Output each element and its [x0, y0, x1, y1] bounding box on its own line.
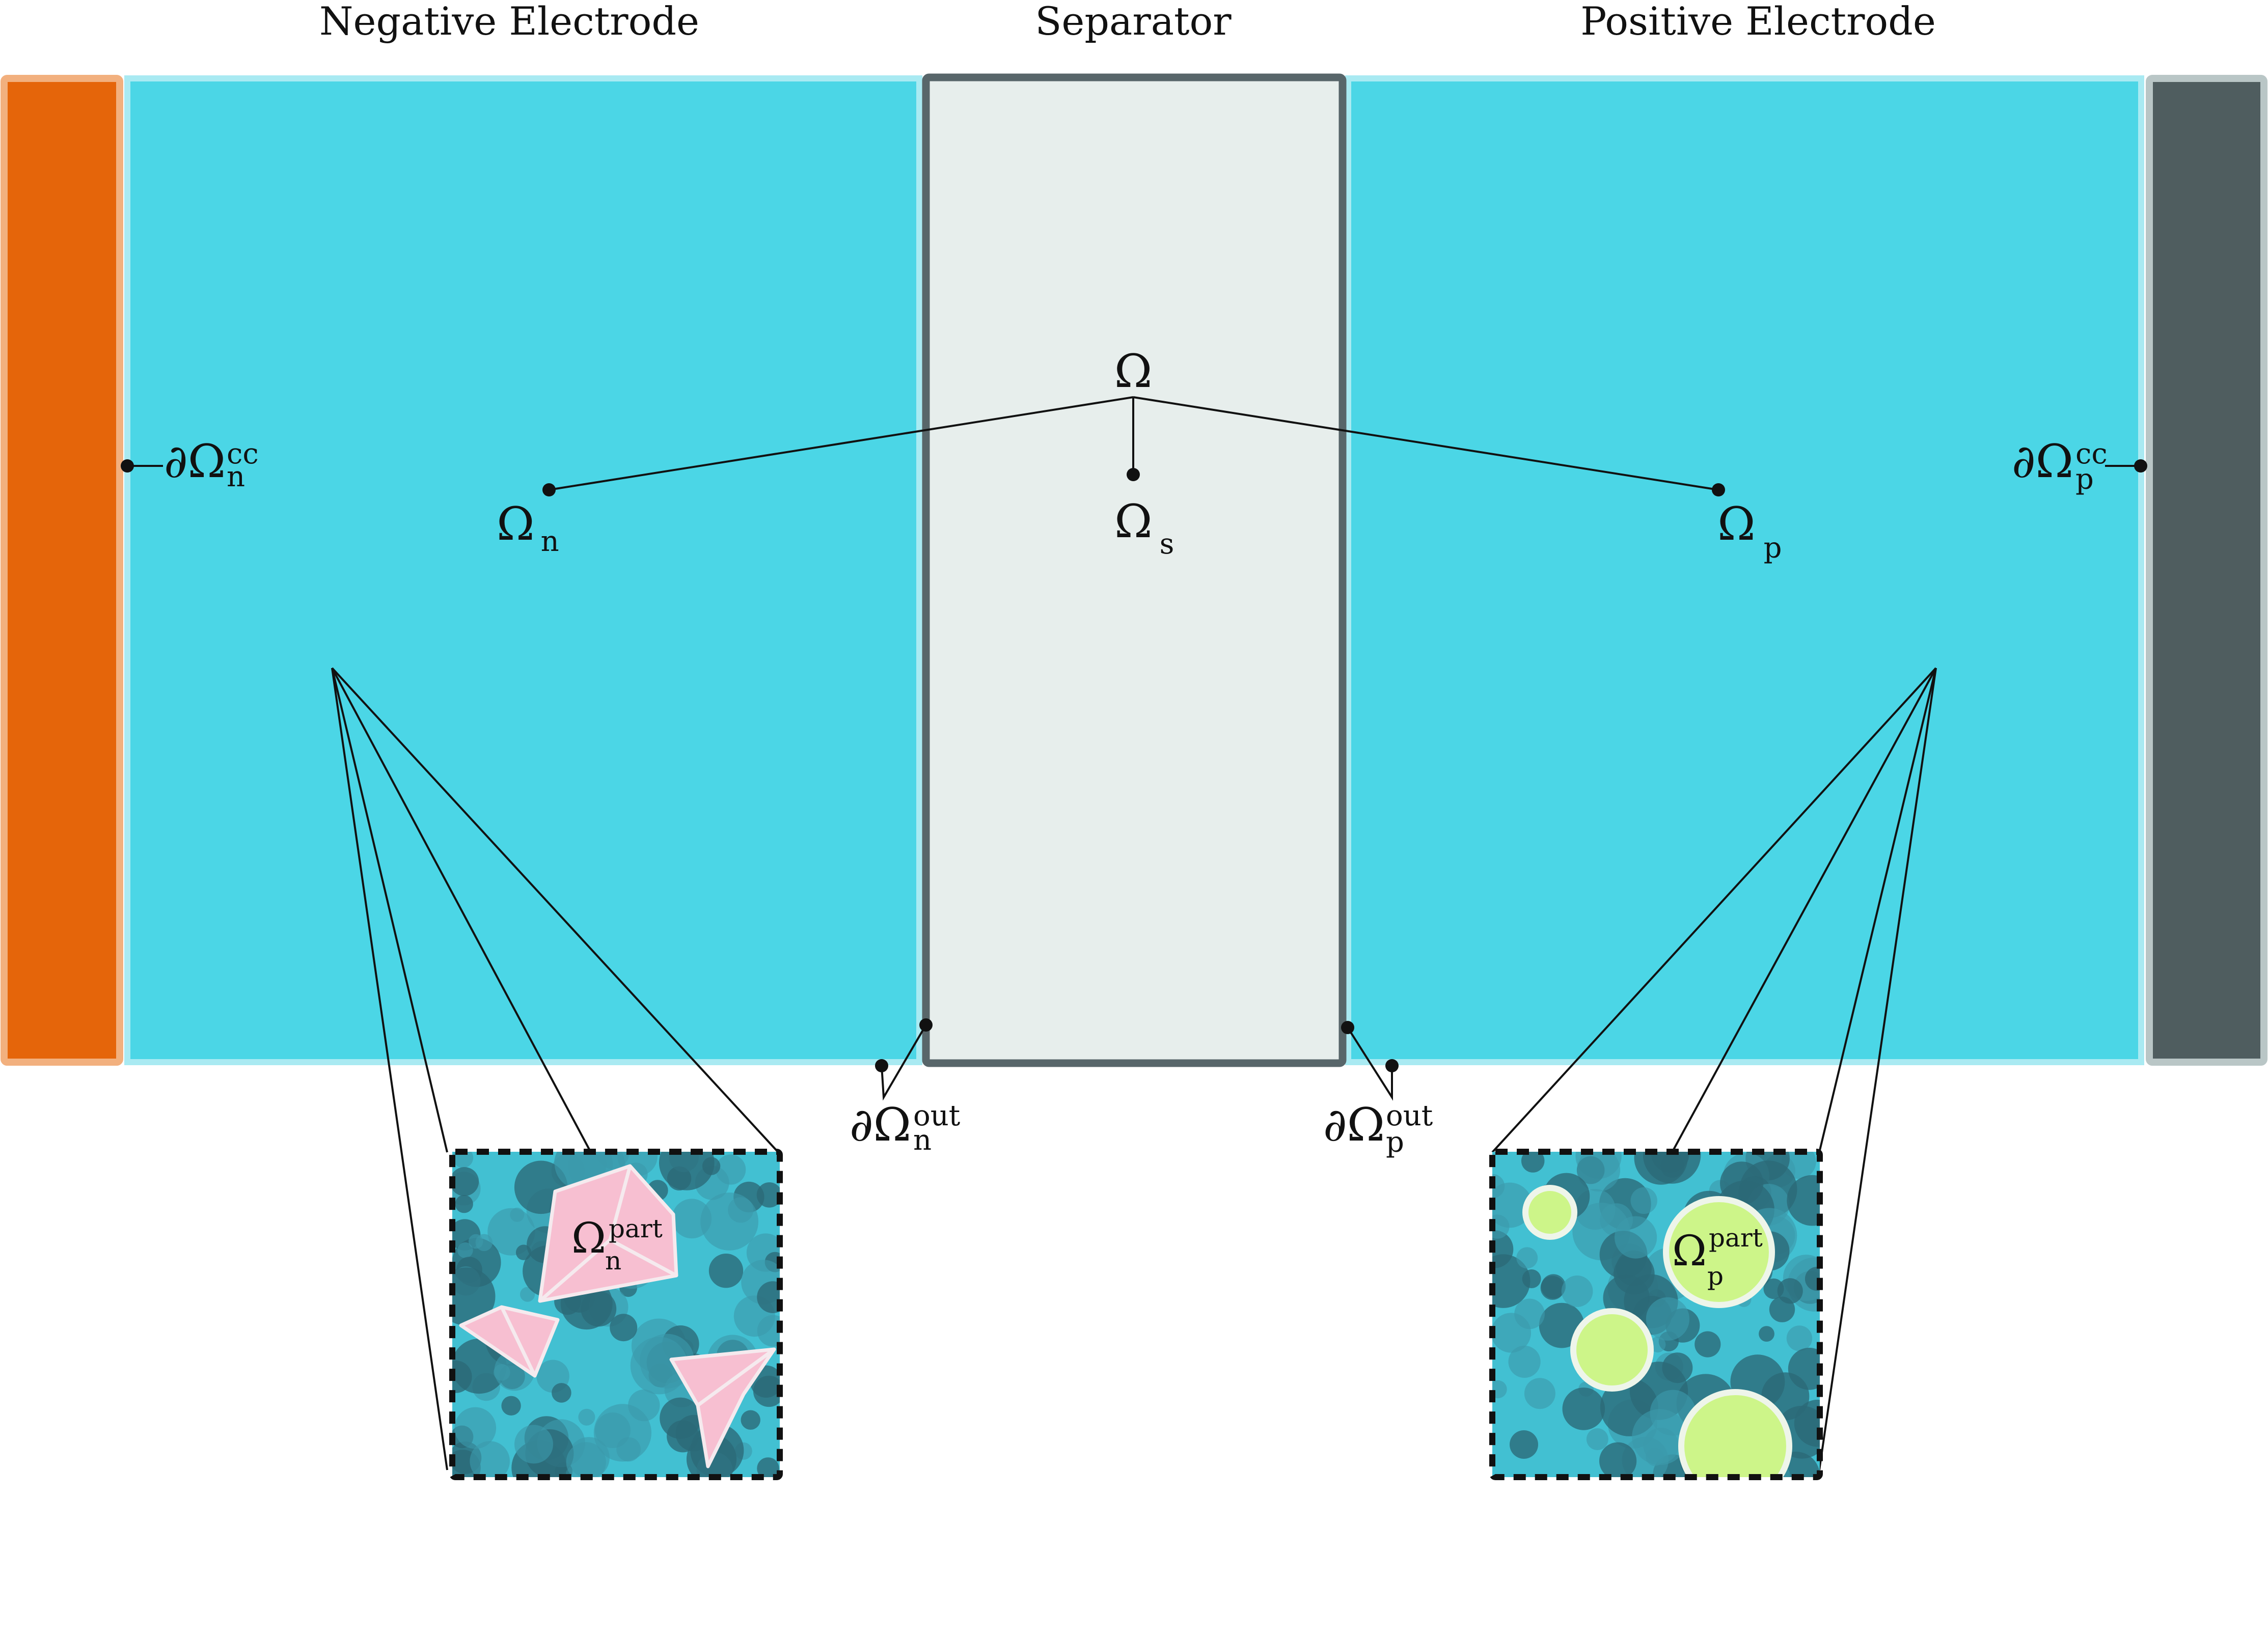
pore-circle — [1561, 1275, 1593, 1307]
pore-circle — [1787, 1175, 1820, 1226]
pore-circle — [1508, 1345, 1541, 1378]
pore-circle — [659, 1152, 715, 1190]
omega-n-part-label: Ω — [571, 1214, 606, 1263]
pore-circle — [757, 1281, 780, 1313]
pore-circle — [454, 1407, 497, 1449]
pore-circle — [470, 1441, 510, 1477]
pore-circle — [1630, 1187, 1657, 1214]
negative-current-collector — [1, 75, 123, 1066]
boundary-p-cc-sub: p — [2075, 463, 2094, 496]
pore-circle — [708, 1254, 744, 1288]
pore-circle — [1643, 1428, 1679, 1463]
pore-circle — [457, 1242, 473, 1258]
pore-circle — [1586, 1428, 1608, 1450]
pore-circle — [757, 1457, 779, 1477]
pore-circle — [520, 1287, 535, 1302]
pore-circle — [455, 1195, 473, 1213]
pore-circle — [1492, 1214, 1510, 1239]
positive-particles — [1522, 1185, 1792, 1477]
pore-circle — [1562, 1388, 1605, 1430]
positive-electrode-title: Positive Electrode — [1580, 0, 1936, 44]
boundary-p-cc-label: ∂Ω — [2012, 435, 2073, 488]
pore-circle — [1650, 1337, 1666, 1353]
boundary-p-cc-sup: cc — [2075, 437, 2108, 470]
pore-circle — [1769, 1296, 1795, 1322]
boundary-n-cc-sup: cc — [227, 437, 259, 470]
pore-circle — [1695, 1331, 1721, 1357]
boundary-p-out-sup: out — [1386, 1099, 1433, 1132]
pore-circle — [566, 1442, 606, 1477]
pore-circle — [756, 1182, 780, 1208]
pore-circle — [672, 1199, 712, 1239]
pore-circle — [753, 1375, 780, 1407]
boundary-n-cc-label: ∂Ω — [164, 435, 226, 488]
negative-electrode-title: Negative Electrode — [319, 0, 699, 44]
pore-circle — [1615, 1216, 1657, 1259]
positive-particle-zoom: Ω part p — [1489, 1149, 1823, 1480]
omega-p-part-label: Ω — [1672, 1227, 1707, 1275]
pore-circle — [475, 1234, 493, 1252]
positive-electrode-region — [1345, 75, 2144, 1065]
pore-circle — [1514, 1298, 1545, 1329]
omega-n-part-sup: part — [609, 1214, 663, 1243]
pore-circle — [702, 1157, 721, 1175]
pore-circle — [610, 1314, 638, 1342]
boundary-p-out-sub: p — [1386, 1126, 1404, 1159]
omega-p-part-sup: part — [1709, 1223, 1763, 1253]
pore-circle — [1492, 1380, 1507, 1399]
pore-circle — [1492, 1174, 1505, 1199]
pore-circle — [716, 1154, 746, 1185]
pore-circle — [1794, 1399, 1820, 1447]
pore-circle — [1540, 1275, 1565, 1300]
omega-p-part-sub: p — [1707, 1261, 1724, 1291]
pore-circle — [510, 1207, 525, 1222]
marker-dots — [121, 459, 2147, 1072]
pore-circle — [453, 1152, 474, 1168]
omega-n-part-sub: n — [605, 1246, 621, 1275]
pore-circle — [728, 1197, 754, 1223]
pore-circle — [452, 1339, 507, 1394]
pore-circle — [1492, 1254, 1531, 1308]
pore-circle — [501, 1396, 521, 1416]
negative-electrode-region — [124, 75, 922, 1065]
pore-circle — [1599, 1442, 1637, 1477]
pore-circle — [578, 1408, 595, 1426]
boundary-n-out-label: ∂Ω — [850, 1098, 911, 1152]
pore-circle — [514, 1425, 553, 1464]
boundary-n-out-sub: n — [913, 1124, 932, 1157]
separator-title: Separator — [1035, 0, 1232, 44]
positive-pore-pattern — [1492, 1152, 1820, 1477]
pore-circle — [1720, 1161, 1764, 1205]
omega-label: Ω — [1114, 345, 1153, 398]
pore-circle — [1516, 1247, 1538, 1269]
pore-circle — [1786, 1325, 1813, 1351]
separator-region — [922, 73, 1347, 1067]
pore-circle — [593, 1404, 651, 1462]
pore-circle — [1634, 1152, 1688, 1185]
pore-circle — [1805, 1266, 1820, 1291]
negative-particle-zoom: Ω part n — [449, 1149, 783, 1480]
pore-circle — [1577, 1152, 1621, 1192]
pore-circle — [487, 1208, 535, 1256]
pore-circle — [452, 1267, 496, 1326]
pore-circle — [1521, 1152, 1545, 1173]
boundary-n-cc-sub: n — [227, 460, 245, 493]
pore-circle — [1646, 1297, 1689, 1341]
boundary-p-out-label: ∂Ω — [1323, 1098, 1385, 1152]
pore-circle — [1524, 1378, 1555, 1409]
pore-circle — [552, 1383, 571, 1403]
pore-circle — [1759, 1326, 1774, 1342]
leader-lines — [127, 396, 2141, 1470]
positive-current-collector — [2146, 75, 2267, 1066]
pore-circle — [660, 1397, 701, 1439]
boundary-n-out-sup: out — [913, 1099, 961, 1132]
pore-circle — [452, 1167, 479, 1196]
pore-circle — [741, 1410, 760, 1430]
negative-particles — [459, 1164, 776, 1468]
pore-circle — [1510, 1430, 1538, 1459]
